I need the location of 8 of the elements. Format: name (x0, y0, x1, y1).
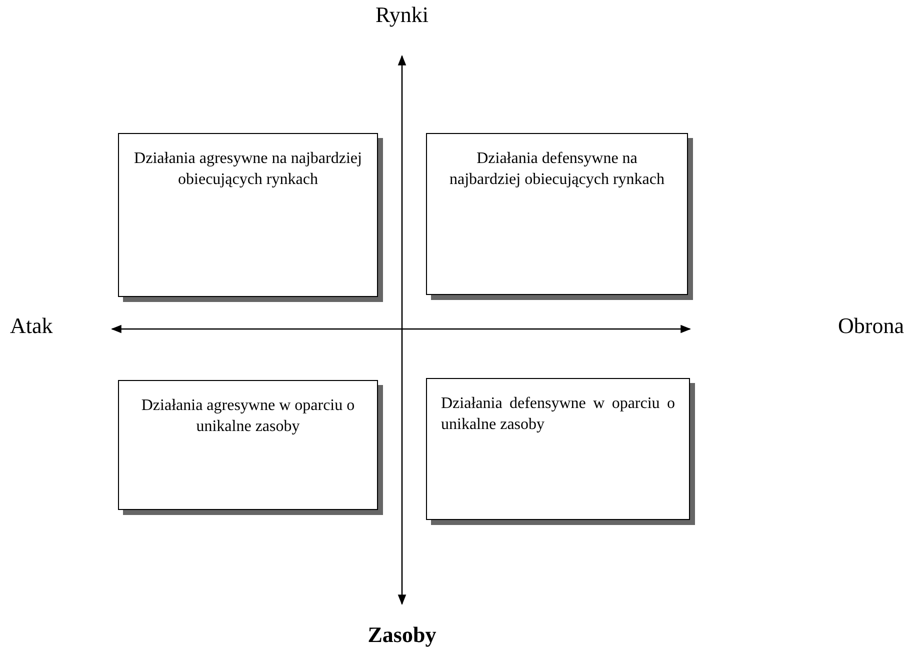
axis-label: Atak (10, 313, 53, 339)
box-text: Działania agresywne w oparciu o unikalne zasoby (140, 396, 356, 437)
axis-label: Obrona (838, 313, 904, 339)
axis-label: Rynki (376, 2, 428, 28)
box-text: Działania agresywne na najbardziej obiecujących rynkach (133, 149, 363, 190)
axis-label: Zasoby (368, 622, 436, 648)
box-text: Działania defensywne na najbardziej obiecujących rynkach (448, 149, 666, 190)
box-text: Działania defensywne w oparciu o unikalne zasoby (441, 394, 675, 435)
